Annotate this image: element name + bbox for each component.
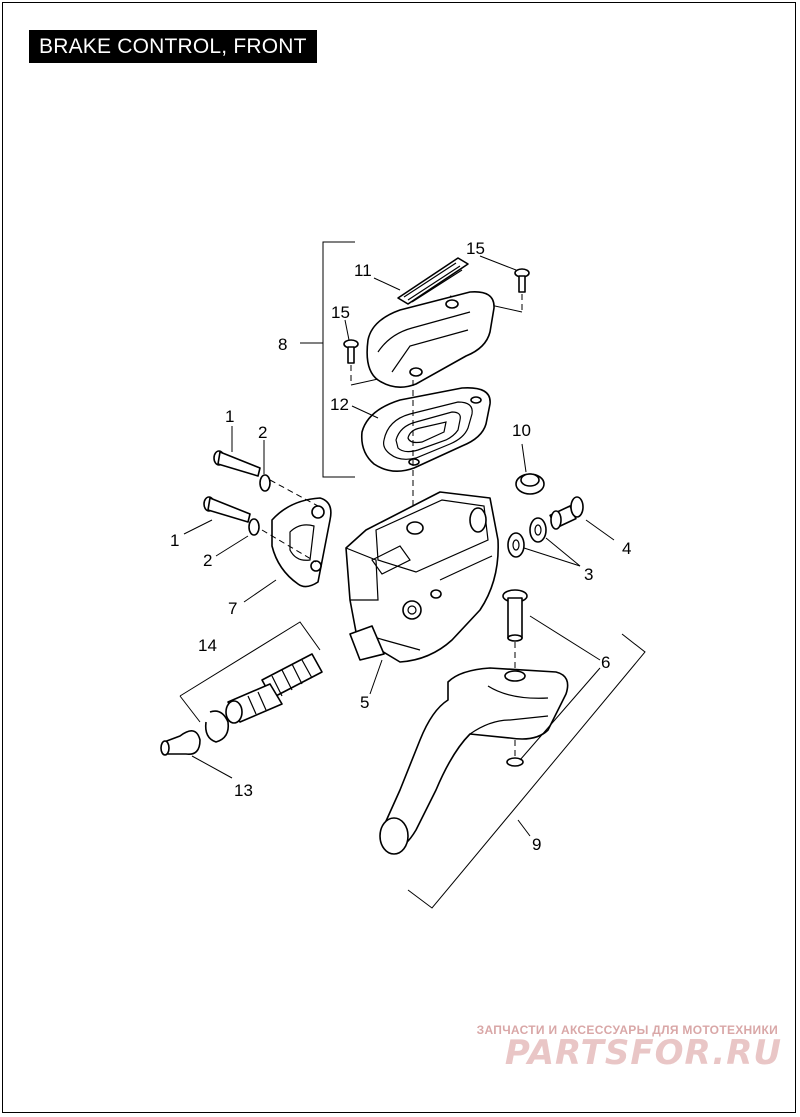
part-banjo-bolt	[549, 496, 584, 530]
part-washer-2-lower	[248, 518, 260, 536]
callout-4: 4	[622, 539, 631, 558]
watermark-logo: PARTSFOR.RU	[504, 1033, 782, 1073]
watermark-tagline: ЗАПЧАСТИ И АКСЕССУАРЫ ДЛЯ МОТОТЕХНИКИ	[476, 1023, 778, 1037]
callout-2-upper: 2	[258, 423, 267, 442]
part-master-cylinder-body	[345, 491, 499, 663]
callout-8: 8	[278, 335, 287, 354]
callout-1-upper: 1	[225, 407, 234, 426]
part-piston-boot	[160, 730, 201, 756]
part-sight-cap	[515, 473, 545, 495]
page-title: BRAKE CONTROL, FRONT	[29, 30, 317, 63]
part-screw-1-upper	[213, 450, 319, 507]
callout-10: 10	[512, 421, 531, 440]
callout-5: 5	[360, 693, 369, 712]
part-handlebar-clamp	[271, 497, 332, 588]
callout-2-lower: 2	[203, 551, 212, 570]
callout-7: 7	[228, 599, 237, 618]
part-piston-assembly	[225, 653, 323, 724]
bracket-9	[407, 633, 646, 909]
callout-3: 3	[584, 565, 593, 584]
part-diaphragm	[360, 387, 491, 472]
callout-15-right: 15	[466, 239, 485, 258]
callout-12: 12	[330, 395, 349, 414]
callout-9: 9	[532, 835, 541, 854]
part-reservoir-cover	[366, 291, 495, 388]
part-label-plate	[397, 257, 469, 305]
callout-1-lower: 1	[170, 531, 179, 550]
callout-14: 14	[198, 636, 217, 655]
callout-13: 13	[234, 781, 253, 800]
callout-11: 11	[354, 261, 372, 280]
bracket-8	[322, 241, 355, 478]
part-retaining-ring	[204, 710, 230, 743]
part-screw-1-lower	[203, 496, 317, 563]
callout-15-left: 15	[331, 303, 350, 322]
callout-6: 6	[601, 653, 610, 672]
leader-lines	[183, 255, 615, 837]
part-washer-2-upper	[259, 474, 271, 492]
part-washers-3	[507, 517, 547, 558]
part-brake-lever	[379, 667, 569, 855]
part-pivot-pin	[502, 589, 528, 767]
bracket-14	[179, 621, 321, 697]
